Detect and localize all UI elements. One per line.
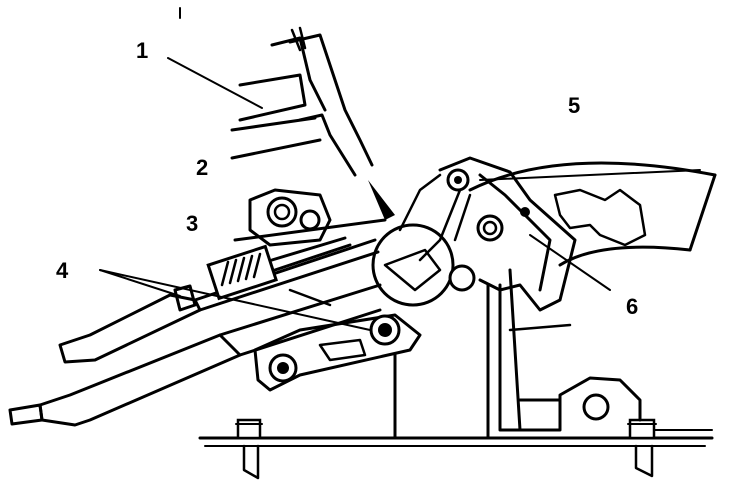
right-mounting-bolt [627,418,657,478]
leader-line-4a [99,269,181,297]
release-lever [418,156,577,312]
leader-line-6 [529,234,611,291]
left-mounting-bolt [235,418,263,480]
leader-line-1 [167,57,263,109]
leader-lines [99,57,611,331]
pivot-assembly [368,173,476,307]
lower-roller-bracket [253,313,422,392]
callout-6: 6 [626,294,639,319]
callout-4: 4 [56,258,69,283]
cable-guide [179,7,374,177]
callout-2: 2 [196,155,209,180]
callout-5: 5 [568,93,581,118]
return-spring [206,236,352,301]
upper-mount-block [248,188,332,247]
callout-1: 1 [136,38,149,63]
leader-line-4b [99,269,371,331]
ratchet-sector [468,161,717,267]
support-bracket [393,268,642,440]
bracket-bolt-icon [582,393,610,421]
callout-3: 3 [186,211,199,236]
